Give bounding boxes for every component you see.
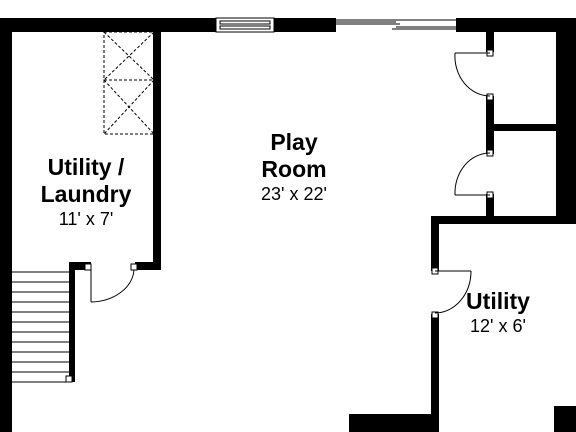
wall-stair-right [69,262,75,382]
door-lower-closet [454,152,491,196]
door-jamb [431,311,439,319]
stairs [12,271,69,383]
room-dimensions: 11' x 7' [58,209,114,229]
door-jamb [84,263,92,271]
wall-laundry-right [153,32,161,270]
wall-utility-top [431,216,576,224]
door-utility [434,270,472,314]
wall-laundry-bottom-right [135,262,161,270]
wall-right-exterior [556,18,576,218]
room-label-play-room: Play Room 23' x 22' [224,129,364,204]
washer-dryer [103,31,155,135]
wall-closet-left-upper [486,32,494,52]
wall-closet-divider [486,124,566,131]
wall-closet-left-lower [486,194,494,220]
wall-top-middle [274,18,336,32]
door-upper-closet [454,52,491,97]
room-dimensions: 12' x 6' [470,316,526,336]
wall-top-right [456,18,576,32]
door-jamb [65,375,73,383]
door-jamb [130,263,138,271]
room-name: Play [270,129,318,155]
room-label-utility-laundry: Utility / Laundry 11' x 7' [20,154,152,229]
room-dimensions: 23' x 22' [261,184,327,204]
door-laundry [90,269,135,303]
room-name: Utility / [47,154,125,180]
top-window [215,17,275,33]
room-name: Room [261,156,327,182]
wall-utility-left-upper [431,216,439,271]
wall-top-left [0,18,216,32]
room-name: Utility [466,288,530,314]
sliding-door [336,19,456,30]
wall-utility-left-lower [431,314,439,422]
wall-bottom [349,414,439,432]
door-jamb [486,93,494,101]
wall-laundry-bottom-left [69,262,91,270]
room-name: Laundry [40,181,132,207]
wall-bottom-right [554,406,576,432]
room-label-utility: Utility 12' x 6' [452,288,544,336]
wall-left [0,18,12,432]
